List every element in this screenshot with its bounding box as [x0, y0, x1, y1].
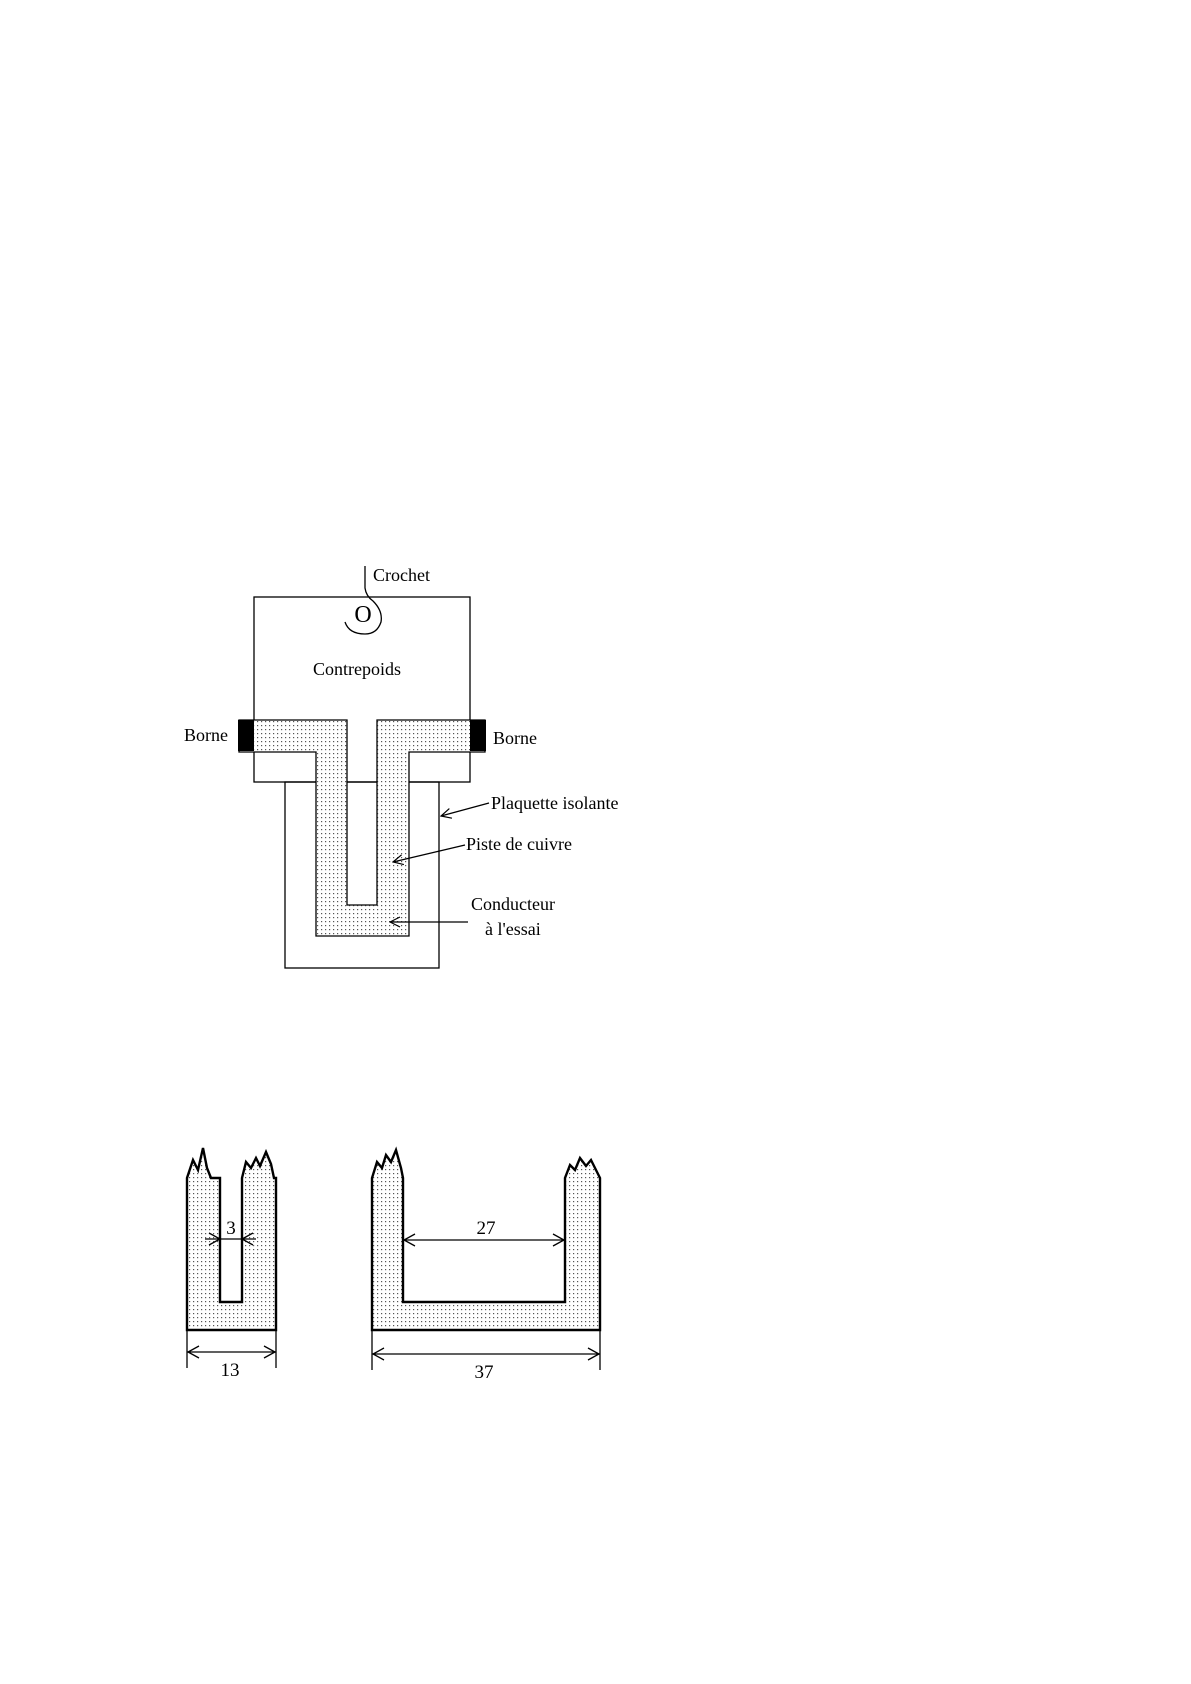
counterweight-label: Contrepoids: [313, 659, 401, 679]
wide-gap-value: 27: [477, 1218, 496, 1239]
test-assembly: O Crochet Contrepoids Borne Borne Plaque…: [184, 565, 618, 968]
narrow-width-value: 13: [221, 1360, 240, 1381]
hook-label: Crochet: [373, 565, 430, 585]
terminal-left: [238, 720, 254, 751]
conductor-label-line2: à l'essai: [485, 919, 541, 939]
terminal-right: [470, 720, 486, 751]
narrow-gap-value: 3: [226, 1218, 236, 1239]
leader-insulating-plate: [441, 803, 489, 816]
copper-track: [239, 720, 485, 936]
conductor-label-line1: Conducteur: [471, 894, 555, 914]
wide-width-value: 37: [475, 1362, 494, 1383]
terminal-right-label: Borne: [493, 728, 537, 748]
hook-ring: O: [354, 602, 371, 628]
detail-narrow: 3 13: [187, 1148, 276, 1381]
terminal-left-label: Borne: [184, 725, 228, 745]
copper-track-label: Piste de cuivre: [466, 834, 572, 854]
insulating-plate: [285, 782, 439, 968]
insulating-plate-label: Plaquette isolante: [491, 793, 618, 813]
detail-wide: 27 37: [372, 1150, 600, 1383]
